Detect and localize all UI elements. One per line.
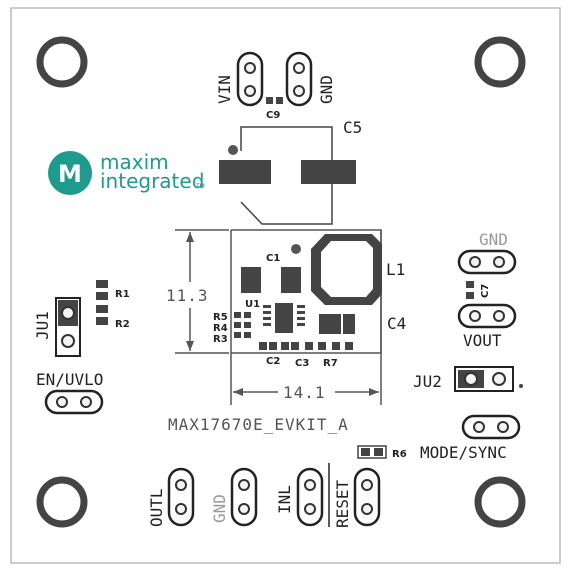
ju1-label: JU1 xyxy=(33,311,52,340)
bottom-row-pads xyxy=(259,342,353,350)
c1-pad-right xyxy=(281,267,301,293)
svg-text:M: M xyxy=(58,160,82,188)
mounting-hole-bottom-right xyxy=(474,476,526,528)
c2-label: C2 xyxy=(266,356,280,367)
c9-pad-right xyxy=(276,97,283,104)
vin-label: VIN xyxy=(215,75,234,104)
ju2-label: JU2 xyxy=(413,372,442,391)
r2-label: R2 xyxy=(115,319,130,330)
c4-pad-right xyxy=(343,314,355,334)
u1-label: U1 xyxy=(245,299,260,310)
c4-pad-left xyxy=(319,314,341,334)
r5-label: R5 xyxy=(213,312,228,323)
r3-r5-pads xyxy=(234,312,251,338)
r6-pads xyxy=(357,445,387,459)
r3-label: R3 xyxy=(213,334,228,345)
l1-inductor xyxy=(311,234,382,305)
mounting-hole-top-right xyxy=(474,36,526,88)
en-uvlo-label: EN/UVLO xyxy=(36,370,103,389)
c5-label: C5 xyxy=(343,118,362,137)
u1-pin1-dot xyxy=(291,244,301,254)
outl-connector[interactable] xyxy=(167,467,195,527)
inl-connector[interactable] xyxy=(296,467,324,527)
mounting-hole-top-left xyxy=(36,36,88,88)
maxim-logo: M maxim integrated TM xyxy=(48,150,205,195)
ju2-jumper[interactable] xyxy=(454,366,514,392)
mode-sync-connector[interactable] xyxy=(461,414,521,440)
logo-tm: TM xyxy=(195,183,205,190)
vout-label: VOUT xyxy=(463,331,502,350)
gnd-right-connector[interactable] xyxy=(457,249,517,275)
c5-pad-right xyxy=(301,160,356,184)
r4-label: R4 xyxy=(213,323,228,334)
c7-label: C7 xyxy=(480,284,491,298)
logo-line2: integrated xyxy=(100,169,204,193)
vout-connector[interactable] xyxy=(457,303,517,329)
c7-pads xyxy=(466,281,474,299)
height-dimension-label: 11.3 xyxy=(166,286,209,305)
en-uvlo-connector[interactable] xyxy=(44,389,104,415)
gnd-bottom-label: GND xyxy=(210,494,229,523)
width-dimension-label: 14.1 xyxy=(283,383,326,402)
board-name: MAX17670E_EVKIT_A xyxy=(168,415,349,434)
u1-ic xyxy=(263,303,305,333)
r6-label: R6 xyxy=(392,449,407,460)
c1-label: C1 xyxy=(266,253,280,264)
r7-label: R7 xyxy=(323,358,338,369)
inl-label: INL xyxy=(275,485,294,514)
gnd-right-label: GND xyxy=(479,230,508,249)
outl-label: OUTL xyxy=(147,488,166,527)
mode-sync-label: MODE/SYNC xyxy=(420,443,507,462)
mounting-hole-bottom-left xyxy=(36,476,88,528)
l1-label: L1 xyxy=(386,260,405,279)
c9-label: C9 xyxy=(266,110,280,121)
c5-pad-left xyxy=(219,160,271,184)
r1-r2-pads xyxy=(96,280,108,325)
reset-connector[interactable] xyxy=(353,467,381,527)
ju1-jumper[interactable] xyxy=(55,297,81,357)
board-outline xyxy=(10,7,561,564)
reset-label: RESET xyxy=(333,479,352,528)
height-dimension xyxy=(175,229,229,354)
ju2-pin1-dot xyxy=(519,384,523,388)
gnd-bottom-connector[interactable] xyxy=(230,467,258,527)
c5-polarity-dot xyxy=(228,145,238,155)
c1-pad-left xyxy=(241,267,261,293)
logo-line1: maxim xyxy=(100,150,169,174)
c3-label: C3 xyxy=(295,358,309,369)
vin-gnd-connector[interactable] xyxy=(236,51,313,107)
c4-label: C4 xyxy=(387,314,406,333)
gnd-top-label: GND xyxy=(317,75,336,104)
c9-pad-left xyxy=(266,97,273,104)
r1-label: R1 xyxy=(115,289,130,300)
